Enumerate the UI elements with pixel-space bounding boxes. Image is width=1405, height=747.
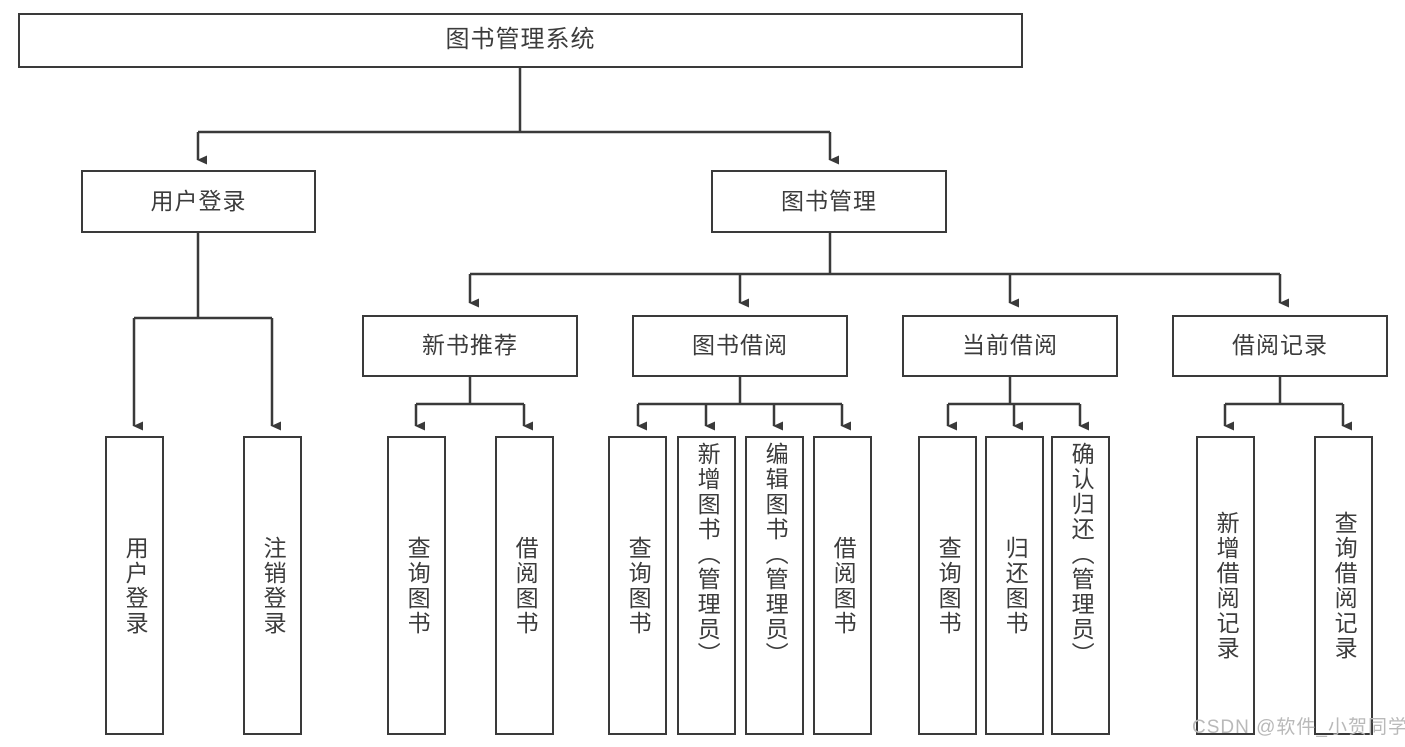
leaf-label: 新增借阅记录 xyxy=(1213,510,1240,661)
node-current-borrow[interactable]: 当前借阅 xyxy=(902,315,1118,377)
leaf-return-books[interactable]: 归还图书 xyxy=(985,436,1044,735)
node-root-system[interactable]: 图书管理系统 xyxy=(18,13,1023,68)
leaf-label: 归还图书 xyxy=(1002,535,1029,636)
node-user-login[interactable]: 用户登录 xyxy=(81,170,316,233)
leaf-label: 新增图书（管理员） xyxy=(694,442,721,667)
leaf-edit-book-admin[interactable]: 编辑图书（管理员） xyxy=(745,436,804,735)
node-label: 图书管理 xyxy=(781,187,877,214)
leaf-search-books-recommend[interactable]: 查询图书 xyxy=(387,436,446,735)
leaf-search-books-borrow[interactable]: 查询图书 xyxy=(608,436,667,735)
leaf-label: 查询借阅记录 xyxy=(1331,510,1358,661)
leaf-add-book-admin[interactable]: 新增图书（管理员） xyxy=(677,436,736,735)
leaf-label: 确认归还（管理员） xyxy=(1068,442,1095,667)
leaf-query-borrow-record[interactable]: 查询借阅记录 xyxy=(1314,436,1373,735)
leaf-label: 用户登录 xyxy=(122,535,149,636)
node-label: 用户登录 xyxy=(150,187,247,214)
leaf-user-login[interactable]: 用户登录 xyxy=(105,436,164,735)
node-label: 新书推荐 xyxy=(422,332,518,359)
leaf-borrow-books-recommend[interactable]: 借阅图书 xyxy=(495,436,554,735)
leaf-add-borrow-record[interactable]: 新增借阅记录 xyxy=(1196,436,1255,735)
leaf-label: 注销登录 xyxy=(260,535,287,636)
node-label: 图书借阅 xyxy=(692,332,788,359)
node-label: 图书管理系统 xyxy=(445,26,596,54)
node-book-borrow[interactable]: 图书借阅 xyxy=(632,315,848,377)
node-book-management[interactable]: 图书管理 xyxy=(711,170,947,233)
leaf-label: 编辑图书（管理员） xyxy=(762,442,789,667)
node-label: 借阅记录 xyxy=(1232,332,1328,359)
leaf-label: 借阅图书 xyxy=(512,535,539,636)
leaf-label: 查询图书 xyxy=(404,535,431,636)
node-label: 当前借阅 xyxy=(962,332,1058,359)
leaf-logout[interactable]: 注销登录 xyxy=(243,436,302,735)
leaf-label: 借阅图书 xyxy=(830,535,857,636)
leaf-label: 查询图书 xyxy=(625,535,652,636)
node-new-book-recommend[interactable]: 新书推荐 xyxy=(362,315,578,377)
node-borrow-records[interactable]: 借阅记录 xyxy=(1172,315,1388,377)
leaf-label: 查询图书 xyxy=(935,535,962,636)
leaf-confirm-return-admin[interactable]: 确认归还（管理员） xyxy=(1051,436,1110,735)
leaf-borrow-books[interactable]: 借阅图书 xyxy=(813,436,872,735)
leaf-search-books-current[interactable]: 查询图书 xyxy=(918,436,977,735)
